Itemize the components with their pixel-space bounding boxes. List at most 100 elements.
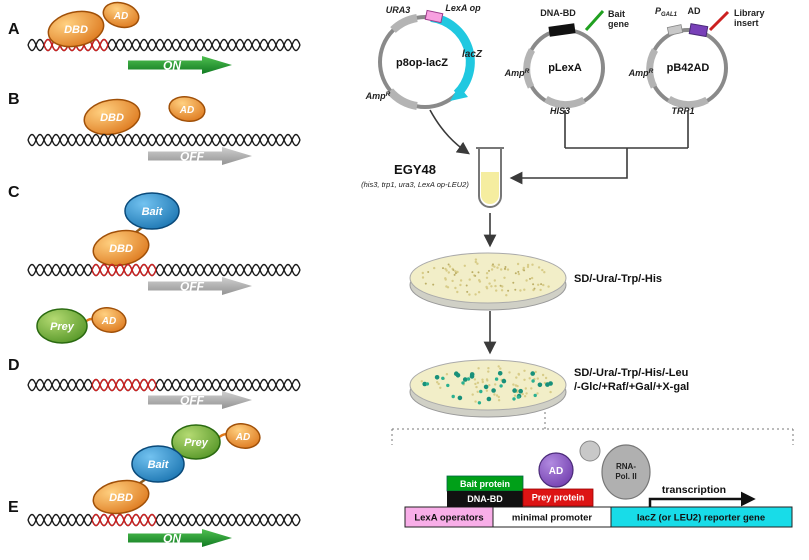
panel-a: A DBD AD ON [8,1,301,74]
selection-plate-2: SD/-Ura/-Trp/-His/-Leu /-Glc/+Raf/+Gal/+… [409,359,689,418]
tube-liquid [481,172,499,204]
dna-bd-bar-label: DNA-BD [467,494,503,504]
prey-protein-box [522,488,594,507]
dbd-label: DBD [100,112,124,124]
bait-label: Bait [142,206,164,218]
ad-box [688,23,709,38]
plate1-label: SD/-Ura/-Trp/-His [574,273,662,285]
lacz-gene-arc [430,12,475,98]
dna-bd-label: DNA-BD [540,8,576,18]
panel-b: B DBD AD OFF [8,91,301,165]
pgal1-label: PGAL1 [655,6,678,18]
yeast-strain: EGY48 (his3, trp1, ura3, LexA op-LEU2) [361,147,504,208]
ad-label: AD [235,432,250,443]
ad-protein [225,423,261,449]
rna-pol-ii [601,444,651,500]
lexa-op-box [424,9,444,24]
ad-label: AD [113,11,128,22]
dna-bd-bar-box [447,491,523,507]
off-arrow-label: OFF [180,150,205,164]
panel-a-label: A [8,21,20,38]
amp-label: AmpR [365,91,391,101]
dna-strand [27,513,301,527]
lacz-label: lacZ [462,49,483,60]
operator-dna-red [91,263,157,277]
ad-protein [91,307,127,333]
panel-d: D OFF [8,357,301,409]
transcription-label: transcription [662,484,726,496]
panel-b-label: B [8,91,20,108]
pgal1-promoter-box [666,24,684,36]
prey-protein [36,308,88,344]
test-tube [478,148,502,208]
ad-sphere [538,452,574,488]
plasmid-name: p8op-lacZ [396,57,448,69]
bait-protein [131,445,185,483]
plasmids-to-yeast-arrow [509,148,628,185]
p8op-to-yeast-arrow [429,109,470,155]
off-arrow-label: OFF [180,280,205,294]
amp-label: AmpR [628,68,654,78]
bait-gene-label-1: Bait [608,9,625,19]
ad-sphere-label: AD [549,466,563,477]
ad-protein [168,96,206,122]
panel-c-label: C [8,184,20,201]
trp1-label: TRP1 [671,106,694,116]
plate2-label-1: SD/-Ura/-Trp/-His/-Leu [574,367,688,379]
dna-strand [27,378,301,392]
cofactor-circle [579,440,601,462]
operator-dna-red [91,513,157,527]
prey-protein-label: Prey protein [532,493,585,503]
plate-speckles [424,263,543,293]
dbd-label: DBD [109,492,133,504]
library-label-2: insert [734,18,759,28]
his3-gene-arc [544,95,586,109]
prey-label: Prey [184,437,209,449]
operator-dna-red [91,378,157,392]
rna-pol-label-2: Pol. II [615,472,636,481]
panel-c: C Bait DBD OFF [8,184,301,295]
ad-label: AD [179,105,194,116]
dbd-protein [92,479,150,515]
reporter-gene-box [610,506,793,528]
plate-colonies [425,376,537,405]
dna-strand [27,263,301,277]
amp-gene-arc [523,48,536,89]
lexa-op-label: LexA op [445,3,481,13]
dna-strand [27,133,301,147]
strain-genotype: (his3, trp1, ura3, LexA op-LEU2) [361,180,469,189]
reporter-construct: LexA operators minimal promoter lacZ (or… [404,440,793,528]
plate-surface [409,359,567,411]
panel-e-label: E [8,499,19,516]
off-arrow-label: OFF [180,394,205,408]
lexa-operators-label: LexA operators [414,513,483,524]
ura3-label: URA3 [386,5,411,15]
plate-colonies [422,371,553,402]
dna-bd-box [548,23,576,37]
dbd-protein [83,98,141,136]
selection-plate-1: SD/-Ura/-Trp/-His [409,252,662,311]
amp-label: AmpR [504,68,530,78]
library-label-1: Library [734,8,765,18]
panel-d-label: D [8,357,20,374]
on-arrow-label: ON [163,532,181,546]
his3-label: HIS3 [550,106,570,116]
plate2-label-2: /-Glc/+Raf/+Gal/+X-gal [574,381,689,393]
reporter-gene-label: lacZ (or LEU2) reporter gene [637,513,765,524]
bait-protein [124,192,180,230]
plasmid-name: pB42AD [667,62,710,74]
rna-pol-label-1: RNA- [616,462,636,471]
amp-gene-arc [386,88,418,110]
dbd-protein [47,10,105,48]
bait-gene-line [584,9,605,32]
bait-label: Bait [148,459,170,471]
panel-e: Prey AD Bait DBD E ON [8,423,301,547]
library-insert-line [708,10,730,32]
ad-protein [102,1,140,29]
prey-protein [171,424,221,460]
trp1-gene-arc [667,95,709,109]
plasmid-p8op-lacz: URA3 LexA op lacZ AmpR p8op-lacZ [365,3,483,110]
on-arrow-label: ON [163,59,181,73]
transcription-arrow [648,491,756,507]
